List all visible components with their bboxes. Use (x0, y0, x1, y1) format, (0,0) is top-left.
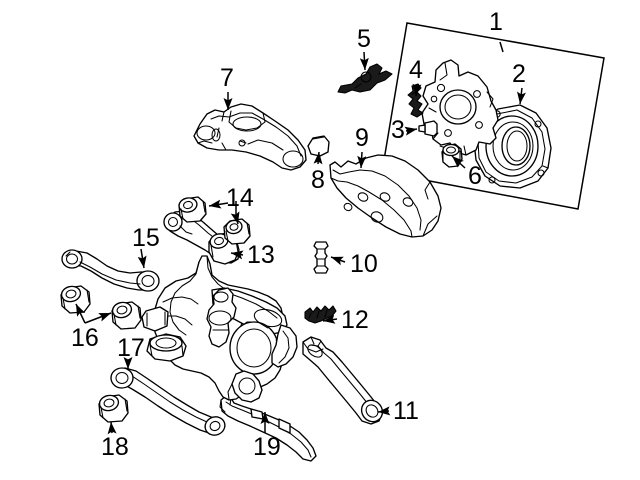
part-1-group-box (381, 22, 605, 210)
part-12-spring-clip (304, 305, 337, 324)
part-15-toe-link (61, 249, 160, 292)
part-2-wheel-hub-bearing (473, 104, 552, 189)
part-5-bracket-small (337, 63, 393, 94)
part-6-bushing-nut (441, 143, 463, 168)
callout-label-5: 5 (357, 25, 371, 53)
callout-label-7: 7 (220, 64, 234, 92)
part-11-trailing-arm (302, 336, 384, 425)
part-18-lower-arm-bushing (98, 394, 129, 423)
callout-label-18: 18 (101, 433, 129, 461)
part-3-hub-bolt (418, 120, 438, 137)
part-16-bushing-right (111, 301, 142, 330)
callout-label-10: 10 (350, 250, 378, 278)
callout-label-6: 6 (468, 162, 482, 190)
part-7-upper-control-arm (193, 103, 307, 171)
callout-label-2: 2 (512, 60, 526, 88)
callout-label-17: 17 (117, 334, 145, 362)
callout-label-8: 8 (311, 166, 325, 194)
rear-suspension-knuckle-carrier (141, 255, 298, 403)
callout-leaders (75, 41, 526, 435)
callout-label-13: 13 (247, 241, 275, 269)
callout-label-1: 1 (489, 8, 503, 36)
part-8-bushing-cap (307, 135, 330, 157)
part-9-dust-shield (329, 154, 442, 238)
callout-label-14: 14 (226, 184, 254, 212)
callout-label-16: 16 (71, 324, 99, 352)
part-10-flange-bolt (313, 241, 329, 274)
callout-label-9: 9 (355, 124, 369, 152)
callout-label-19: 19 (253, 433, 281, 461)
part-17-lower-control-arm (110, 367, 226, 436)
callout-label-12: 12 (341, 306, 369, 334)
part-4-retaining-clip (407, 83, 424, 118)
callout-label-15: 15 (132, 224, 160, 252)
callout-label-11: 11 (393, 397, 419, 425)
part-16-bushing-left (60, 285, 91, 314)
part-14-bushing-upper (178, 196, 207, 223)
callout-label-3: 3 (391, 116, 405, 144)
steering-knuckle (421, 59, 499, 156)
callout-label-4: 4 (409, 56, 423, 84)
